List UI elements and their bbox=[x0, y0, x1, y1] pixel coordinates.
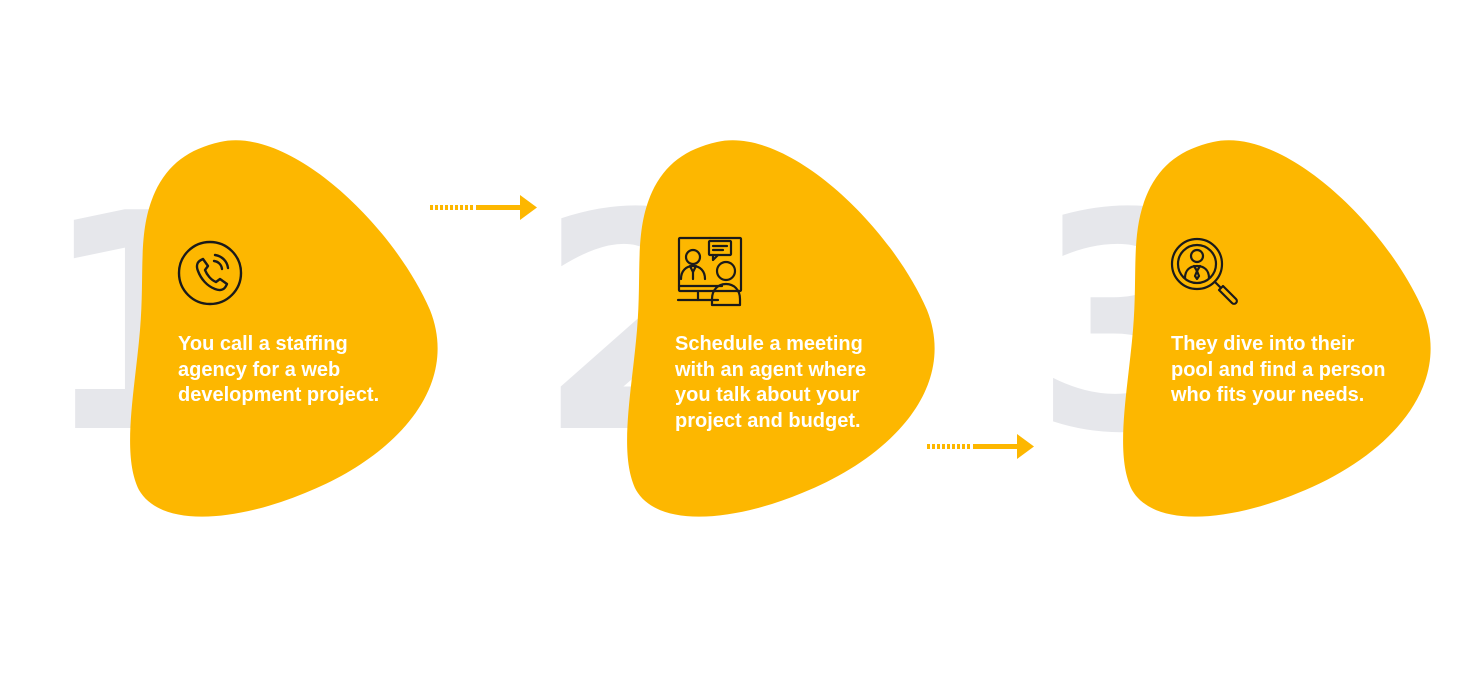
step-blob bbox=[1118, 140, 1438, 525]
dotted-arrow-right-icon bbox=[927, 434, 1034, 459]
step-2: 2 Schedule a meeting with an agent where… bbox=[497, 0, 977, 683]
arrow-step1-to-step2 bbox=[430, 193, 540, 223]
video-meeting-icon bbox=[672, 235, 744, 307]
search-person-icon bbox=[1168, 235, 1240, 307]
step-description: They dive into their pool and find a per… bbox=[1171, 333, 1386, 406]
step-3: 3 They dive into their pool and find a p… bbox=[993, 0, 1473, 683]
dotted-arrow-right-icon bbox=[430, 195, 537, 220]
step-1: 1 You call a staffing agency for a web d… bbox=[0, 0, 480, 683]
step-blob bbox=[125, 140, 445, 525]
step-description: You call a staffing agency for a web dev… bbox=[178, 333, 380, 406]
step-description: Schedule a meeting with an agent where y… bbox=[675, 333, 867, 432]
arrow-step2-to-step3 bbox=[927, 432, 1037, 462]
step-blob bbox=[622, 140, 942, 525]
phone-icon bbox=[175, 235, 247, 307]
